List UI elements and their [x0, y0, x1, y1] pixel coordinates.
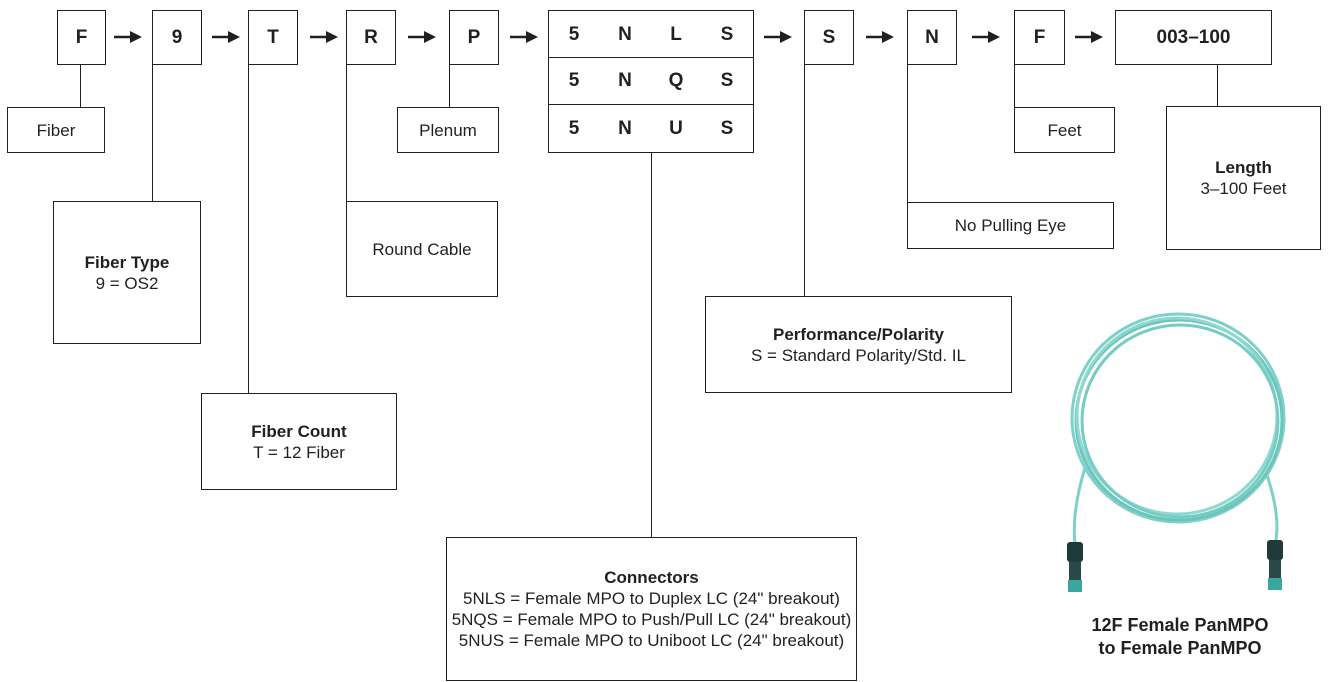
arrow-right-icon [1075, 30, 1103, 44]
code-fiber: F [75, 26, 88, 48]
label-connectors-title: Connectors [604, 568, 699, 587]
product-caption-line-1: 12F Female PanMPO [1091, 615, 1269, 635]
connector-cell: S [720, 70, 734, 91]
label-fiber-type-title: Fiber Type [84, 252, 170, 272]
fiber-type-connector-line [152, 65, 153, 201]
label-no-pulling-eye: No Pulling Eye [907, 202, 1114, 249]
code-fiber-count: T [267, 26, 279, 48]
connector-cell: S [720, 117, 734, 139]
label-performance: Performance/Polarity S = Standard Polari… [705, 296, 1012, 393]
label-no-pulling-eye-text: No Pulling Eye [954, 216, 1067, 235]
label-fiber-type: Fiber Type 9 = OS2 [53, 201, 201, 344]
arrow-right-icon [764, 30, 792, 44]
cable-connector-line [346, 65, 347, 201]
code-box-fiber-type: 9 [152, 10, 202, 65]
performance-connector-line [804, 65, 805, 296]
connector-cell: N [618, 23, 632, 45]
label-fiber-text: Fiber [36, 120, 76, 140]
arrow-right-icon [408, 30, 436, 44]
label-performance-title: Performance/Polarity [772, 324, 944, 344]
length-connector-line [1217, 65, 1218, 106]
label-performance-value: S = Standard Polarity/Std. IL [751, 345, 966, 365]
connector-cell: S [720, 23, 734, 45]
arrow-right-icon [114, 30, 142, 44]
cable-assembly-image [1045, 300, 1315, 610]
label-fiber: Fiber [7, 107, 105, 153]
label-length: Length 3–100 Feet [1166, 106, 1321, 250]
connector-cell: L [670, 23, 682, 45]
code-box-units: F [1014, 10, 1065, 65]
label-feet-text: Feet [1047, 120, 1082, 140]
code-fiber-type: 9 [171, 26, 183, 48]
right-connector-icon [1267, 540, 1283, 590]
arrow-right-icon [510, 30, 538, 44]
label-connectors-line-1: 5NLS = Female MPO to Duplex LC (24" brea… [463, 589, 840, 608]
label-feet: Feet [1014, 107, 1115, 153]
label-length-title: Length [1215, 158, 1272, 177]
code-box-length: 003–100 [1115, 10, 1272, 65]
connectors-connector-line [651, 152, 652, 537]
connector-cell: N [618, 70, 632, 91]
label-fiber-count-title: Fiber Count [251, 421, 347, 441]
label-fiber-count: Fiber Count T = 12 Fiber [201, 393, 397, 490]
plenum-connector-line [449, 65, 450, 107]
code-cable: R [364, 26, 378, 48]
code-length: 003–100 [1156, 26, 1231, 48]
connector-cell: 5 [568, 23, 580, 45]
connector-cell: 5 [568, 117, 580, 139]
arrow-right-icon [866, 30, 894, 44]
fiber-connector-line [80, 65, 81, 107]
code-box-fiber: F [57, 10, 106, 65]
connector-cell: 5 [568, 70, 580, 91]
label-plenum-text: Plenum [419, 120, 477, 140]
code-box-pulling-eye: N [907, 10, 957, 65]
label-round-cable: Round Cable [346, 201, 498, 297]
label-connectors-line-3: 5NUS = Female MPO to Uniboot LC (24" bre… [458, 631, 845, 650]
code-box-rating: P [449, 10, 499, 65]
label-connectors: Connectors 5NLS = Female MPO to Duplex L… [446, 537, 857, 681]
connector-row-2: 5 N Q S [548, 57, 754, 105]
arrow-right-icon [972, 30, 1000, 44]
product-caption-line-2: to Female PanMPO [1098, 638, 1262, 658]
code-units: F [1033, 26, 1046, 48]
code-pulling-eye: N [925, 26, 939, 48]
code-performance: S [822, 26, 836, 48]
connector-cell: U [669, 117, 683, 139]
arrow-right-icon [310, 30, 338, 44]
connector-row-1: 5 N L S [548, 10, 754, 59]
left-connector-icon [1067, 542, 1083, 592]
label-connectors-line-2: 5NQS = Female MPO to Push/Pull LC (24" b… [451, 610, 852, 629]
label-length-value: 3–100 Feet [1200, 179, 1287, 198]
label-fiber-count-value: T = 12 Fiber [253, 442, 345, 462]
label-plenum: Plenum [397, 107, 499, 153]
label-round-cable-text: Round Cable [372, 239, 472, 259]
code-box-performance: S [804, 10, 854, 65]
connector-cell: Q [668, 70, 684, 91]
code-box-fiber-count: T [248, 10, 298, 65]
product-caption: 12F Female PanMPO to Female PanMPO [1045, 614, 1315, 660]
code-box-cable: R [346, 10, 396, 65]
feet-connector-line [1014, 65, 1015, 107]
code-rating: P [467, 26, 481, 48]
connector-cell: N [618, 117, 632, 139]
fiber-count-connector-line [248, 65, 249, 393]
label-fiber-type-value: 9 = OS2 [95, 273, 159, 293]
pulling-eye-connector-line [907, 65, 908, 202]
arrow-right-icon [212, 30, 240, 44]
connector-row-3: 5 N U S [548, 104, 754, 153]
